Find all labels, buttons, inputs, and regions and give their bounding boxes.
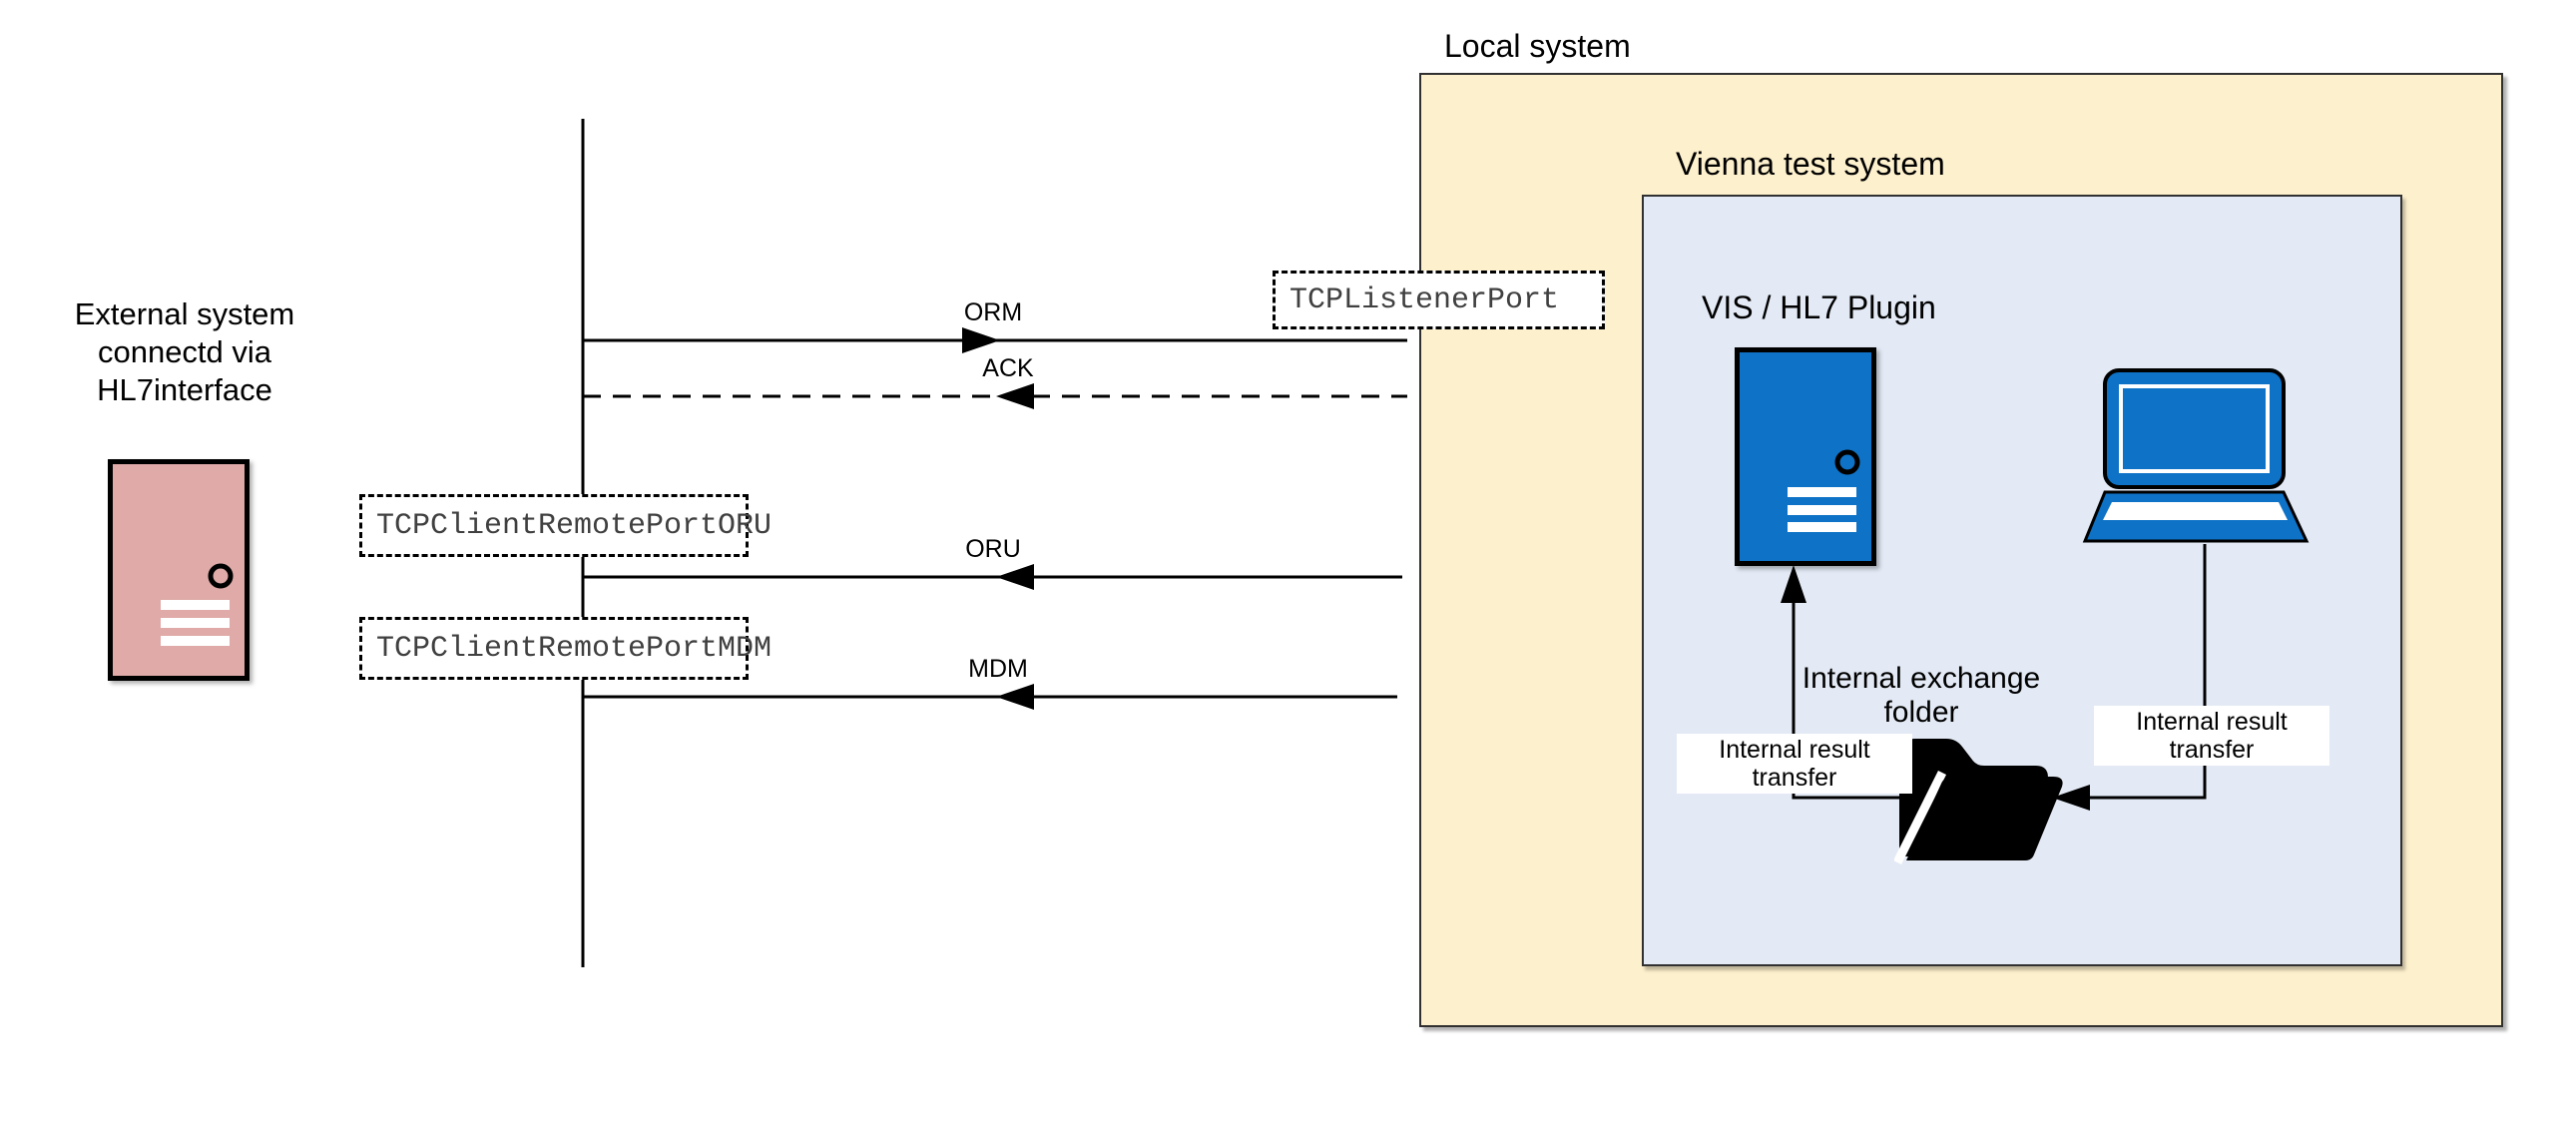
external-server-led (208, 563, 234, 589)
folder-gap (1894, 770, 1947, 865)
oru-arrowhead-left-icon (996, 564, 1034, 590)
orm-arrowhead-right-icon (962, 327, 1000, 353)
tcp-client-remote-port-oru-box: TCPClientRemotePortORU (359, 494, 772, 557)
exchange-folder-icon (1894, 739, 2063, 865)
folder-to-server-line (1792, 601, 1931, 800)
laptop-screen-inner (2119, 384, 2270, 473)
internal-result-transfer-right-label: Internal result transfer (2094, 706, 2329, 766)
laptop-screen (2103, 368, 2286, 489)
laptop-icon (2082, 368, 2310, 543)
mdm-message-label: MDM (968, 655, 1028, 683)
vienna-test-system-title: Vienna test system (1676, 146, 1945, 182)
tcp-listener-port-box: TCPListenerPort (1273, 271, 1605, 329)
server-arrowhead-up-icon (1781, 565, 1806, 603)
vis-hl7-plugin-title: VIS / HL7 Plugin (1702, 289, 1936, 325)
tcp-listener-port-label: TCPListenerPort (1289, 282, 1560, 317)
external-server-icon (108, 459, 250, 681)
tcp-client-remote-port-mdm-box: TCPClientRemotePortMDM (359, 617, 772, 680)
oru-message-label: ORU (965, 535, 1021, 563)
external-system-label: External system connectd via HL7interfac… (74, 296, 295, 407)
plugin-server-led (1834, 449, 1860, 475)
internal-exchange-folder-label: Internal exchange folder (1802, 662, 2041, 729)
orm-message-label: ORM (963, 298, 1023, 326)
tcp-client-remote-port-mdm-label: TCPClientRemotePortMDM (376, 631, 773, 666)
plugin-server-vent (1788, 522, 1856, 532)
folder-arrowhead-left-icon (2052, 785, 2090, 811)
plugin-server-vent (1788, 487, 1856, 497)
laptop-to-folder-line (2088, 544, 2207, 800)
tcp-client-remote-port-oru-label: TCPClientRemotePortORU (376, 508, 773, 543)
plugin-server-vent (1788, 505, 1856, 515)
plugin-server-icon (1735, 347, 1876, 566)
laptop-keyboard (2103, 502, 2288, 520)
ack-arrowhead-left-icon (996, 383, 1034, 409)
ack-message-label: ACK (982, 354, 1034, 382)
mdm-arrowhead-left-icon (996, 684, 1034, 710)
external-server-vent (161, 618, 230, 628)
local-system-title: Local system (1444, 28, 1631, 64)
external-server-vent (161, 636, 230, 646)
external-server-vent (161, 600, 230, 610)
folder-front (1906, 777, 2063, 860)
internal-result-transfer-left-label: Internal result transfer (1677, 734, 1912, 794)
